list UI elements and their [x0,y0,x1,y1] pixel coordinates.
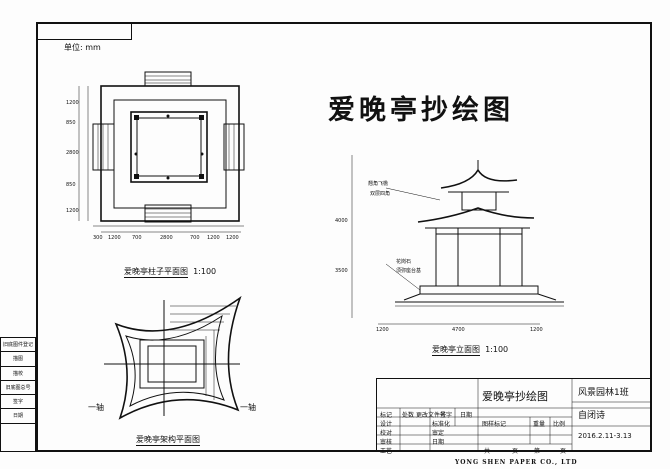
title-block-main: 爱晚亭抄绘图 [482,390,548,403]
tb-field: 第 [534,448,541,455]
strip-row: 描图 [1,352,35,367]
strip-row: 旧底图件登记 [1,338,35,353]
drawing-frame [36,22,652,452]
elev-dim-left-1: 4000 [335,218,348,224]
eave-note-1: 翘角飞檐 [368,181,389,187]
registration-strip: 旧底图件登记 描图 描校 旧底图总号 签字 日期 [0,337,36,452]
roof-axis-left: 一轴 [88,403,104,412]
base-note-1: 花岗石 [396,259,412,265]
tb-field: 工艺 [380,448,393,455]
elev-dim-bottom-3: 1200 [530,327,543,333]
elevation-caption: 爱晚亭立面图 1:100 [432,345,509,356]
plan-dim-left-5: 1200 [66,208,79,214]
tb-field: 重量 [533,421,546,428]
tb-field: 图样标记 [482,421,507,428]
roof-frame-plan [104,295,242,420]
plan-dim-left-3: 2800 [66,150,79,156]
plan-dim-bottom-1: 300 [93,235,103,241]
unit-label: 单位: mm [64,43,101,52]
corner-stamp-box [36,22,132,40]
plan-dim-bottom-6: 1200 [207,235,220,241]
strip-row: 签字 [1,395,35,410]
column-plan [78,71,245,233]
roof-axis-right: 一轴 [240,403,256,412]
tb-field: 处数 [402,412,415,419]
strip-row: 描校 [1,367,35,381]
tb-field: 标准化 [432,421,451,428]
base-note-2: 须弥座台基 [396,268,422,274]
tb-field: 标记 [380,412,393,419]
tb-field: 共 [484,448,491,455]
roof-plan-caption: 爱晚亭架构平面图 [136,435,200,446]
plan-dim-bottom-2: 1200 [108,235,121,241]
tb-field: 页 [512,448,519,455]
title-block-name: 自闭诗 [578,411,606,421]
title-block-grid [376,378,652,452]
plan-caption: 爱晚亭柱子平面图 1:100 [124,267,217,278]
strip-row: 旧底图总号 [1,381,35,396]
tb-field: 签字 [440,412,453,419]
tb-field: 更改文件号 [416,412,447,419]
tb-field: 日期 [460,412,473,419]
plan-dim-left-1: 1200 [66,100,79,106]
plan-dim-left-4: 850 [66,182,76,188]
elev-dim-bottom-2: 4700 [452,327,465,333]
tb-field: 比例 [553,421,566,428]
eave-note-2: 双层四角 [370,191,391,197]
elevation-drawing [351,155,564,325]
plan-dim-left-2: 850 [66,120,76,126]
tb-field: 审定 [432,430,445,437]
plan-dim-bottom-3: 700 [132,235,142,241]
drawing-title: 爱晚亭抄绘图 [328,95,514,126]
elev-dim-left-2: 3500 [335,268,348,274]
tb-field: 校对 [380,430,393,437]
elev-dim-bottom-1: 1200 [376,327,389,333]
plan-dim-bottom-5: 700 [190,235,200,241]
title-block-date: 2016.2.11-3.13 [578,432,632,440]
tb-field: 审核 [380,439,393,446]
paper-manufacturer: YONG SHEN PAPER CO., LTD [455,459,578,466]
tb-field: 设计 [380,421,393,428]
tb-field: 页 [560,448,567,455]
title-block-school: 风景园林1班 [578,388,629,398]
title-block [376,378,652,452]
strip-row: 日期 [1,409,35,424]
plan-dim-bottom-7: 1200 [226,235,239,241]
tb-field: 日期 [432,439,445,446]
plan-dim-bottom-4: 2800 [160,235,173,241]
